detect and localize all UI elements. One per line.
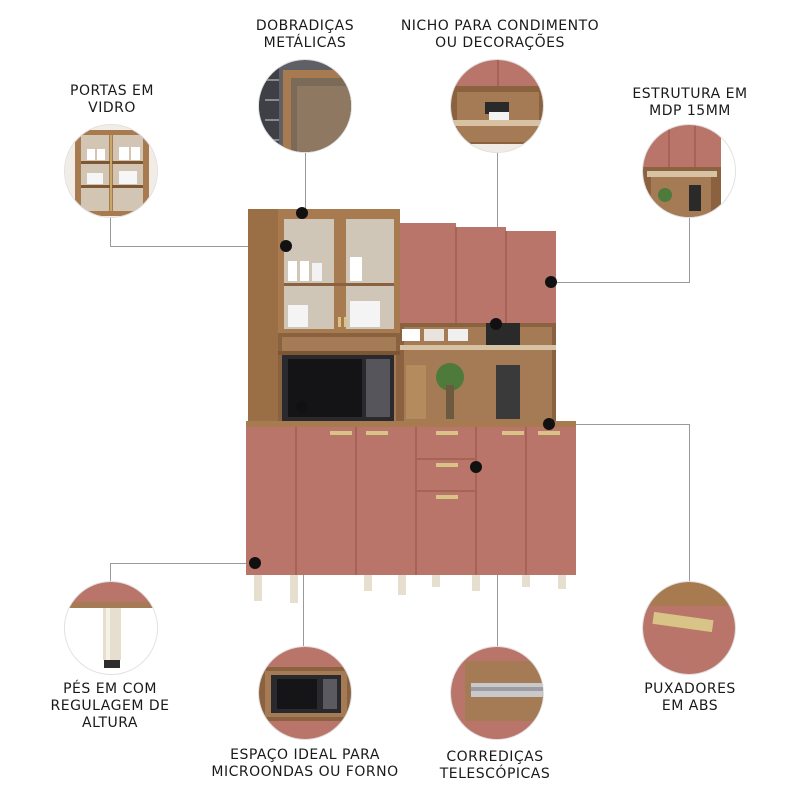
label-metal-hinges: DOBRADIÇAS METÁLICAS — [240, 18, 370, 52]
leader-feet — [110, 563, 111, 581]
leader-structure — [689, 218, 690, 282]
leader-structure-h — [553, 282, 690, 283]
leader-glass-doors — [110, 218, 111, 246]
callout-dot-handles — [543, 418, 555, 430]
kitchen-cabinet-illustration — [246, 205, 578, 605]
label-line: MICROONDAS OU FORNO — [211, 764, 399, 780]
label-adjustable-feet: PÉS EM COM REGULAGEM DE ALTURA — [40, 681, 180, 732]
detail-metal-hinges — [258, 59, 352, 153]
label-line: ESTRUTURA EM — [632, 86, 748, 102]
label-line: OU DECORAÇÕES — [435, 35, 565, 51]
label-telescopic-slides: CORREDIÇAS TELESCÓPICAS — [425, 749, 565, 783]
label-line: EM ABS — [661, 698, 719, 714]
label-line: ALTURA — [82, 715, 138, 731]
label-line: METÁLICAS — [263, 35, 347, 51]
callout-dot-glass — [280, 240, 292, 252]
label-line: VIDRO — [88, 100, 136, 116]
leader-handles — [689, 424, 690, 581]
callout-dot-microwave — [296, 401, 308, 413]
callout-dot-slides — [470, 461, 482, 473]
leader-handles-h — [551, 424, 690, 425]
label-spice-niche: NICHO PARA CONDIMENTO OU DECORAÇÕES — [385, 18, 615, 52]
label-line: PÉS EM COM — [63, 681, 157, 697]
detail-telescopic-slides — [450, 646, 544, 740]
detail-adjustable-feet — [64, 581, 158, 675]
detail-glass-doors — [64, 124, 158, 218]
label-line: MDP 15MM — [649, 103, 731, 119]
label-line: CORREDIÇAS — [446, 749, 544, 765]
detail-spice-niche — [450, 59, 544, 153]
callout-dot-feet — [249, 557, 261, 569]
label-line: TELESCÓPICAS — [439, 766, 551, 782]
leader-metal-hinges — [305, 153, 306, 213]
detail-structure — [642, 124, 736, 218]
callout-dot-niche — [490, 318, 502, 330]
label-abs-handles: PUXADORES EM ABS — [625, 681, 755, 715]
detail-microwave-space — [258, 646, 352, 740]
label-line: REGULAGEM DE — [50, 698, 170, 714]
label-line: ESPAÇO IDEAL PARA — [230, 747, 380, 763]
callout-dot-hinges — [296, 207, 308, 219]
label-line: PORTAS EM — [70, 83, 154, 99]
label-line: NICHO PARA CONDIMENTO — [400, 18, 600, 34]
label-microwave-space: ESPAÇO IDEAL PARA MICROONDAS OU FORNO — [195, 747, 415, 781]
label-line: DOBRADIÇAS — [255, 18, 355, 34]
leader-feet-h — [110, 563, 255, 564]
label-glass-doors: PORTAS EM VIDRO — [52, 83, 172, 117]
detail-abs-handles — [642, 581, 736, 675]
label-line: PUXADORES — [644, 681, 736, 697]
callout-dot-structure — [545, 276, 557, 288]
leader-glass-doors-h — [110, 246, 286, 247]
label-structure: ESTRUTURA EM MDP 15MM — [625, 86, 755, 120]
